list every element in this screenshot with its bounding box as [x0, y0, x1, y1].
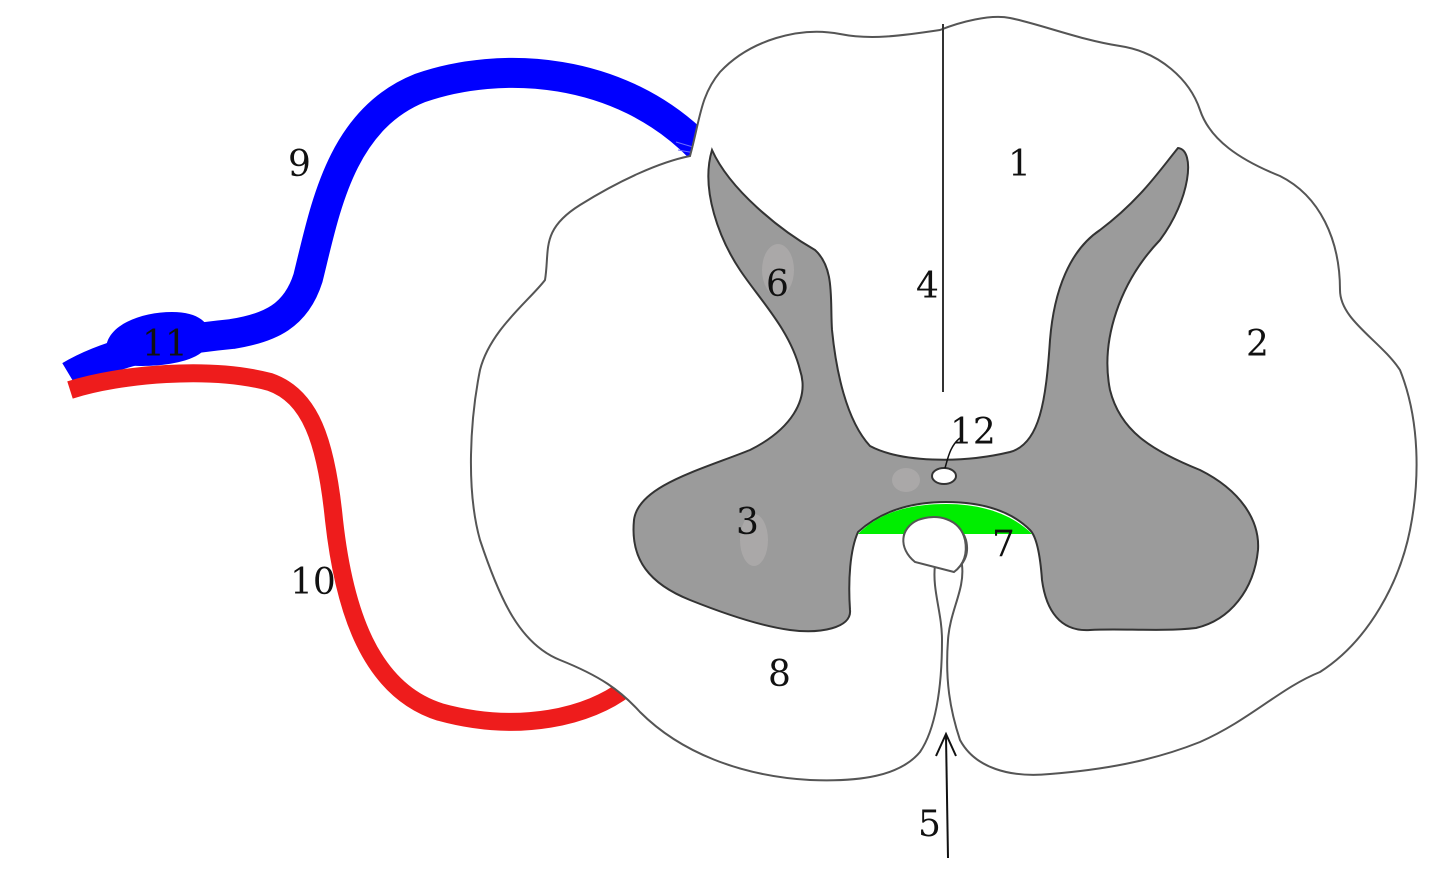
label-4: 4 [916, 266, 939, 307]
label-12: 12 [950, 412, 996, 453]
label-5: 5 [918, 804, 941, 845]
ventral-root [67, 364, 632, 731]
fissure-notch [902, 516, 967, 574]
label-11: 11 [142, 324, 188, 365]
dorsal-horn-nucleus [762, 244, 794, 296]
central-canal [931, 467, 957, 485]
ventral-horn-nucleus [740, 514, 768, 566]
label-3: 3 [736, 502, 759, 543]
label-1: 1 [1008, 144, 1031, 185]
intermediate-nucleus [892, 468, 920, 492]
arrow-5-shaft [945, 735, 949, 859]
label-9: 9 [288, 144, 311, 185]
label-8: 8 [768, 654, 791, 695]
label-6: 6 [766, 264, 789, 305]
leader-line-12 [944, 437, 961, 469]
label-10: 10 [290, 562, 336, 603]
dorsal-root-ganglion [105, 312, 210, 366]
label-7: 7 [992, 524, 1015, 565]
arrow-5-head [935, 731, 957, 757]
label-2: 2 [1246, 324, 1269, 365]
